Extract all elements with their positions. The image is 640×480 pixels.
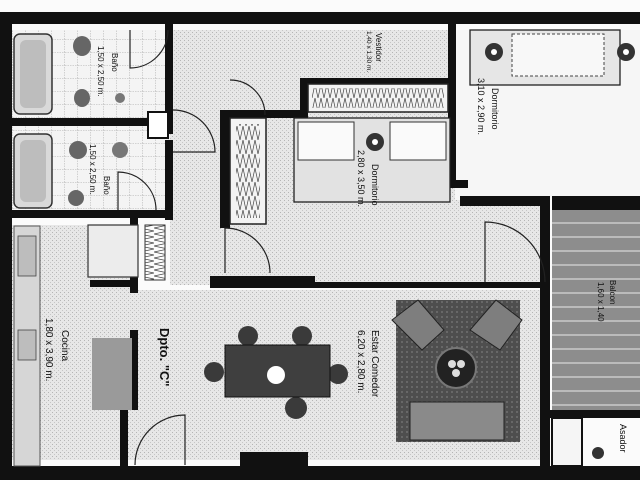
balcon-name: Balcon [608, 280, 617, 304]
cocina-name: Cocina [59, 330, 70, 362]
dormitorio-main-name: Dormitorio [490, 88, 500, 130]
doors [117, 29, 546, 466]
vestidor-name: Vestidor [374, 33, 383, 62]
bath-fixtures [13, 33, 169, 209]
dormitorio-main-dims: 3,10 x 2,90 m. [476, 78, 486, 135]
room-labels: Baño 1,50 x 2,50 m. 1,50 x 2,50 m. Baño … [43, 31, 628, 453]
estar-name: Estar Comedor [369, 330, 380, 398]
estar-dims: 6,20 x 2,80 m. [355, 330, 366, 393]
beds [293, 29, 635, 203]
living-room-set [391, 299, 523, 442]
cocina-dims: 1,80 x 3,90 m. [43, 318, 54, 381]
asador-grill [551, 417, 604, 467]
wardrobes [229, 83, 449, 225]
bano2-name: Baño [102, 176, 111, 195]
bano2-dims: 1,50 x 2,50 m. [88, 144, 97, 195]
balcon-dims: 1,60 x 1,40 [596, 282, 605, 322]
dormitorio-center-name: Dormitorio [370, 164, 380, 206]
unit-name: Dpto. "C" [157, 328, 172, 387]
vestidor-dims: 1,40 x 1,30 m. [365, 31, 372, 72]
dormitorio-center-dims: 2,80 x 3,50 m. [356, 150, 366, 207]
bano1-dims: 1,50 x 2,50 m. [96, 46, 105, 97]
asador-name: Asador [618, 424, 628, 453]
bano1-name: Baño [110, 53, 119, 72]
balcon-deck [552, 210, 640, 410]
kitchen-fixtures [13, 224, 166, 467]
dining-table [204, 326, 348, 419]
